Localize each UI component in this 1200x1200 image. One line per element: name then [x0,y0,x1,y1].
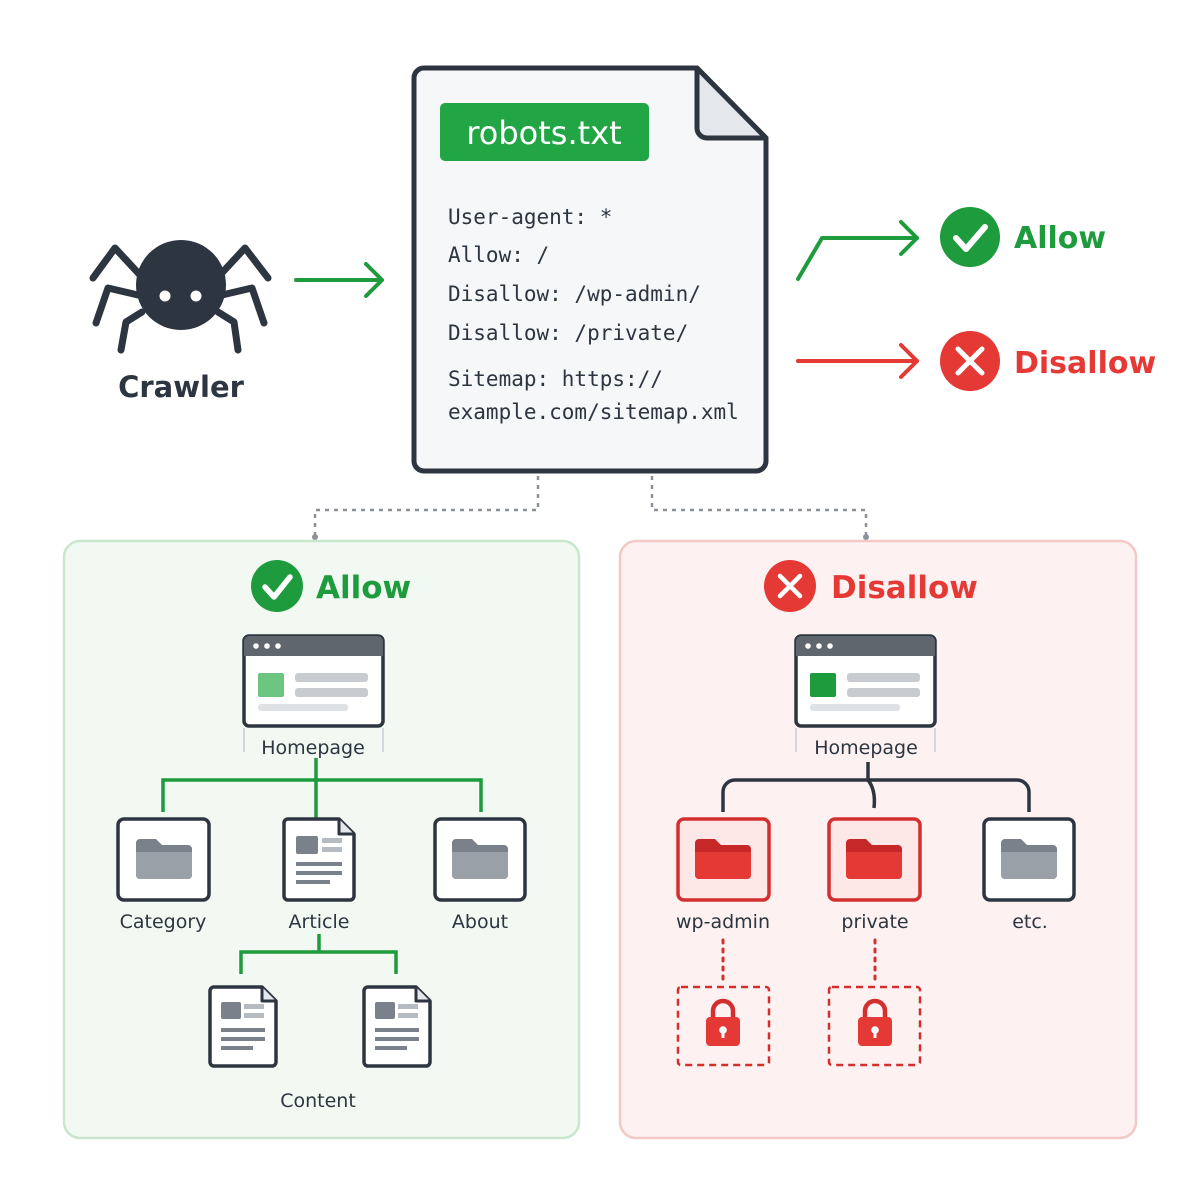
allow-outcome-arrow [796,220,919,281]
disallow-child-label: wp-admin [676,911,770,933]
disallow-homepage-label: Homepage [814,737,918,759]
robots-title: robots.txt [466,114,621,152]
crawler-to-file-arrow [294,262,384,298]
allow-panel: Allow Homepage Category [62,539,581,1140]
disallow-panel-title: Disallow [831,570,978,606]
disallow-outcome-arrow [796,343,919,379]
allow-homepage-label: Homepage [261,737,365,759]
article-document-icon [282,817,356,902]
allow-child-label: Category [120,911,207,933]
robots-title-badge [440,103,649,161]
disallow-child-label: etc. [1012,911,1048,933]
allow-check-icon [940,207,1000,267]
robots-sitemap-line: Sitemap: https:// [448,367,663,391]
disallow-panel-x-icon [764,560,816,612]
robots-line: User-agent: * [448,205,612,229]
disallow-tree-lines [721,762,1031,812]
folder-icon [452,839,508,879]
disallow-outcome-label: Disallow [1014,346,1156,381]
allow-panel-check-icon [251,560,303,612]
file-to-panels-connectors [313,476,868,536]
allow-panel-title: Allow [316,570,411,606]
disallow-x-icon [940,331,1000,391]
folder-icon [1001,839,1057,879]
red-folder-icon [695,839,751,879]
robots-line: Allow: / [448,243,549,267]
robots-line: Disallow: /wp-admin/ [448,282,701,306]
disallow-child-label: private [841,911,908,933]
robots-line: Disallow: /private/ [448,321,688,345]
red-folder-icon [846,839,902,879]
allow-child-label: Article [289,911,350,933]
allow-tree-lines [161,758,483,974]
allow-content-label: Content [280,1090,356,1112]
spider-icon [89,240,272,354]
disallow-panel: Disallow Homepage wp-admin [618,539,1138,1140]
robots-file: robots.txt User-agent: * Allow: / Disall… [411,65,769,474]
folder-icon [136,839,192,879]
homepage-window-icon [242,634,385,728]
allow-child-label: About [452,911,508,933]
robots-sitemap-line: example.com/sitemap.xml [448,400,739,424]
content-document-icon [362,985,432,1068]
homepage-window-icon [794,634,937,728]
crawler-label: Crawler [118,370,245,404]
lock-connectors [721,938,877,985]
allow-outcome-label: Allow [1014,221,1106,256]
content-document-icon [208,985,278,1068]
lock-icon [827,985,922,1067]
lock-icon [676,985,771,1067]
